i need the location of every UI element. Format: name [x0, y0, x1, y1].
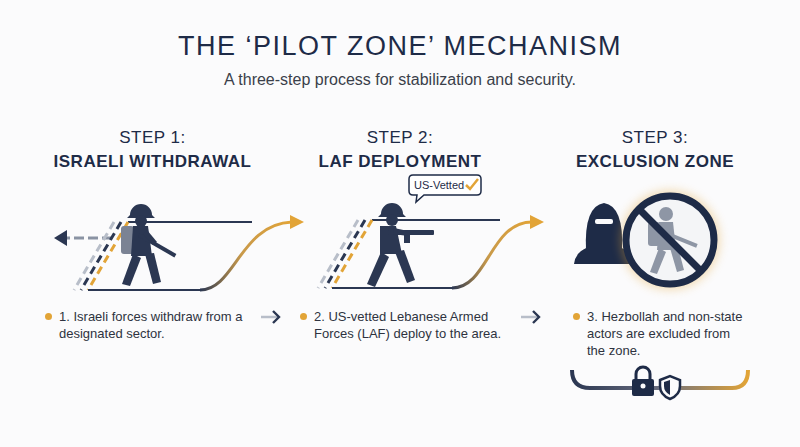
description-row: 2. US-vetted Lebanese Armed Forces (LAF)…: [300, 308, 515, 342]
step-connector: [521, 316, 539, 319]
step-number: STEP 2:: [280, 128, 520, 148]
step-column: STEP 1: ISRAELI WITHDRAWAL 1. Israeli forc…: [45, 122, 260, 357]
bullet-dot: [573, 313, 580, 320]
description-row: 3. Hezbollah and non-state actors are ex…: [573, 308, 751, 359]
step-number: STEP 1:: [45, 128, 260, 148]
exclusion-scene: [572, 190, 748, 399]
check-mark: [466, 179, 478, 189]
diagram-title: THE ‘PILOT ZONE’ MECHANISM: [0, 31, 800, 62]
bullet-dot: [300, 313, 307, 320]
step-column: STEP 2: LAF DEPLOYMENT 2. US-vetted Lebane…: [280, 122, 520, 357]
step-heading: EXCLUSION ZONE: [540, 152, 770, 172]
step-number: STEP 3:: [540, 128, 770, 148]
step-column: STEP 3: EXCLUSION ZONE 3. Hezbollah and no…: [540, 122, 770, 357]
description-row: 1. Israeli forces withdraw from a design…: [45, 308, 250, 342]
subtitle: A three-step process for stabilization a…: [0, 71, 800, 89]
badge-text: US-Vetted: [414, 178, 464, 192]
speech-bubble: [409, 175, 481, 202]
step-description: 1. Israeli forces withdraw from a design…: [45, 308, 250, 342]
withdrawal-scene: [54, 204, 304, 290]
step-description: 3. Hezbollah and non-state actors are ex…: [573, 308, 751, 359]
vetted-badge: US-Vetted: [408, 174, 482, 196]
deployment-scene: [318, 203, 544, 288]
bullet-dot: [45, 313, 52, 320]
step-heading: ISRAELI WITHDRAWAL: [45, 152, 260, 172]
step-heading: LAF DEPLOYMENT: [280, 152, 520, 172]
step-connector: [261, 316, 279, 319]
step-description: 2. US-vetted Lebanese Armed Forces (LAF)…: [300, 308, 515, 342]
